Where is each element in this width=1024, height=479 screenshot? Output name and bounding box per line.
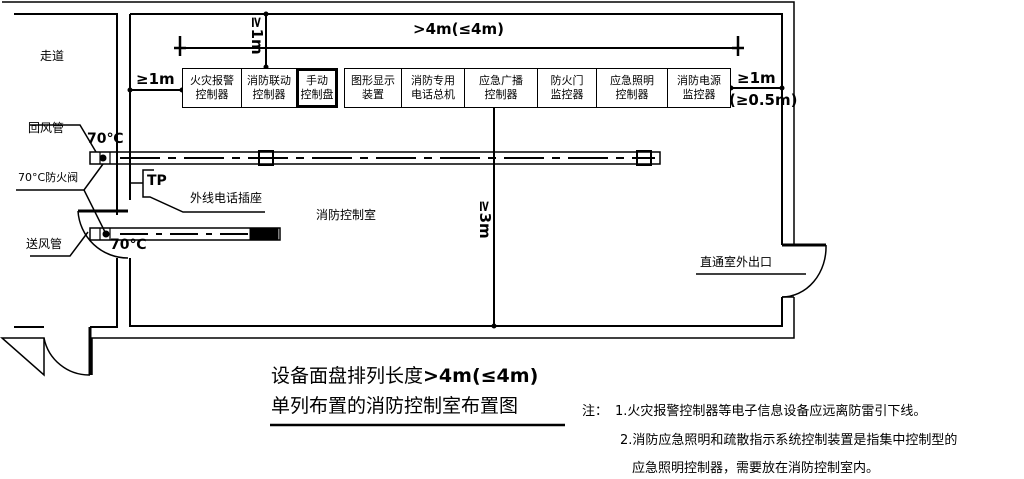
tp-label: TP	[147, 173, 167, 189]
corridor-label: 走道	[40, 49, 65, 63]
panel-linkage-controller: 消防联动控制器	[241, 68, 297, 108]
title-line-2: 单列布置的消防控制室布置图	[271, 395, 519, 417]
fire-damper-label: 70°C防火阀	[18, 171, 79, 184]
room-wall	[129, 13, 783, 327]
panel-fire-telephone: 消防专用电话总机	[401, 68, 465, 108]
supply-duct-label: 送风管	[26, 237, 63, 251]
note-1: 1.火灾报警控制器等电子信息设备应远离防雷引下线。	[615, 404, 927, 419]
dimension-top-clearance: ≥1m	[248, 16, 266, 55]
dimension-panel-row-length: >4m(≤4m)	[413, 20, 504, 38]
exit-label: 直通室外出口	[700, 255, 773, 269]
dimension-left-clearance: ≥1m	[136, 70, 175, 88]
panel-fire-door-monitor: 防火门监控器	[537, 68, 597, 108]
outer-wall	[0, 1, 795, 377]
corridor-wall	[14, 13, 118, 328]
panel-emergency-broadcast: 应急广播控制器	[464, 68, 538, 108]
room-label: 消防控制室	[316, 208, 377, 222]
exit-door-swing	[781, 244, 827, 298]
room-door-swing	[77, 210, 129, 259]
panel-power-monitor: 消防电源监控器	[667, 68, 731, 108]
panel-fire-alarm-controller: 火灾报警控制器	[182, 68, 242, 108]
damper-temp-top: 70℃	[87, 131, 124, 147]
notes-prefix: 注：	[582, 404, 609, 419]
panel-manual-control: 手动控制盘	[296, 68, 338, 108]
dimension-right-clearance: ≥1m	[737, 69, 776, 87]
dimension-front-clearance: ≥3m	[476, 200, 494, 239]
supply-duct	[89, 227, 281, 241]
dimension-right-clearance-alt: (≥0.5m)	[729, 91, 798, 109]
panel-emergency-lighting: 应急照明控制器	[596, 68, 668, 108]
corridor-door-swing	[43, 337, 91, 376]
return-duct	[89, 151, 661, 165]
note-2-continued: 应急照明控制器，需要放在消防控制室内。	[632, 461, 880, 476]
note-2: 2.消防应急照明和疏散指示系统控制装置是指集中控制型的	[620, 433, 958, 448]
damper-temp-bottom: 70℃	[110, 237, 147, 253]
phone-socket-label: 外线电话插座	[190, 191, 263, 205]
return-duct-label: 回风管	[28, 121, 65, 135]
panel-graphic-display: 图形显示装置	[344, 68, 402, 108]
title-line-1: 设备面盘排列长度>4m(≤4m)	[271, 365, 539, 387]
